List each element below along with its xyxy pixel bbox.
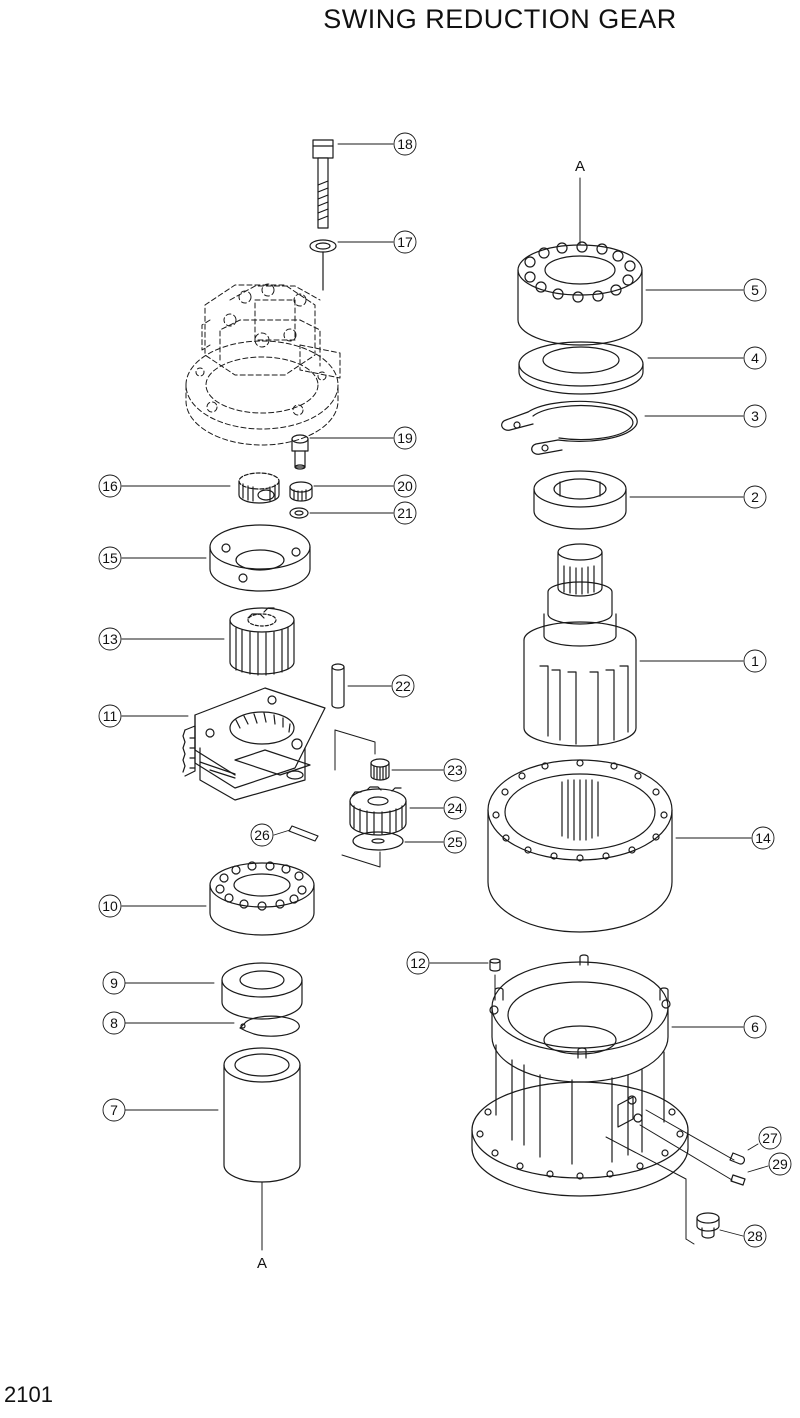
callout-19: 19 [397, 430, 413, 446]
callout-20: 20 [397, 478, 413, 494]
callout-28: 28 [747, 1228, 763, 1244]
callout-16: 16 [102, 478, 118, 494]
roller-bearing-part-5 [517, 241, 643, 346]
pin-part-19 [291, 434, 309, 470]
planet-gear-part-24 [349, 786, 407, 836]
callout-4: 4 [751, 350, 759, 366]
section-letter-bottom: A [257, 1255, 267, 1272]
plug-part-27 [729, 1152, 745, 1165]
roller-bearing-part-10 [209, 861, 315, 936]
callout-25: 25 [447, 834, 463, 850]
dowel-pin-part-12 [489, 958, 501, 972]
callout-7: 7 [110, 1102, 118, 1118]
callout-6: 6 [751, 1019, 759, 1035]
callout-22: 22 [395, 678, 411, 694]
callout-27: 27 [762, 1130, 778, 1146]
pin-part-22 [331, 663, 345, 709]
lock-ring-plate-part-3 [501, 400, 638, 455]
sun-gear-part-13 [229, 607, 295, 676]
page-number: 2101 [4, 1382, 53, 1407]
callout-1: 1 [751, 653, 759, 669]
callout-3: 3 [751, 408, 759, 424]
callout-5: 5 [751, 282, 759, 298]
callout-24: 24 [447, 800, 463, 816]
callout-9: 9 [110, 975, 118, 991]
callout-8: 8 [110, 1015, 118, 1031]
plug-part-29 [730, 1174, 746, 1186]
callout-2: 2 [751, 489, 759, 505]
needle-bearing-part-23 [370, 758, 390, 781]
thrust-washer-part-21 [289, 507, 309, 519]
callout-23: 23 [447, 762, 463, 778]
bearing-race-part-2 [533, 470, 627, 530]
callout-10: 10 [102, 898, 118, 914]
callout-15: 15 [102, 550, 118, 566]
thrust-washer-part-25 [352, 831, 404, 851]
callout-21: 21 [397, 505, 413, 521]
callout-18: 18 [397, 136, 413, 152]
bolt-part-18 [312, 139, 334, 229]
washer-part-17 [309, 239, 337, 253]
spacer-part-9 [221, 962, 303, 1020]
callout-14: 14 [755, 830, 771, 846]
callout-13: 13 [102, 631, 118, 647]
section-letter-top: A [575, 158, 585, 175]
callout-26: 26 [254, 827, 270, 843]
page-title: SWING REDUCTION GEAR [323, 4, 677, 34]
thrust-plate-part-15 [209, 524, 311, 592]
housing-part-6 [471, 954, 689, 1197]
snap-ring-part-8 [239, 1015, 300, 1037]
planet-carrier-part-11 [182, 687, 326, 801]
spring-pin-part-26 [288, 825, 319, 842]
ring-gear-part-14 [487, 759, 673, 933]
needle-bearing-part-20 [289, 481, 313, 502]
oil-seal-part-4 [518, 341, 644, 395]
callout-29: 29 [772, 1156, 788, 1172]
planet-gear-part-16 [238, 472, 280, 504]
collar-part-7 [223, 1047, 301, 1183]
drive-shaft-part-1 [523, 543, 637, 747]
callout-11: 11 [103, 708, 118, 724]
callout-12: 12 [410, 955, 426, 971]
swing-motor-reference [185, 283, 341, 446]
plug-part-28 [696, 1212, 720, 1239]
callout-17: 17 [397, 234, 413, 250]
